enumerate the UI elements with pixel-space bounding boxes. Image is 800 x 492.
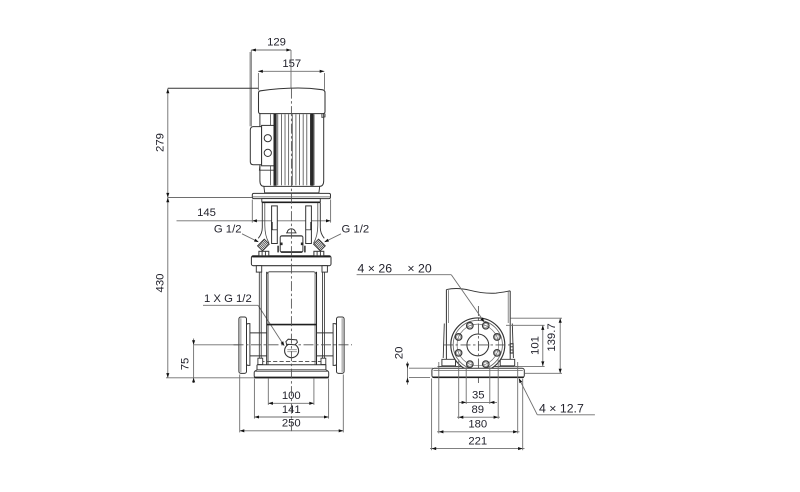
svg-text:35: 35: [472, 389, 485, 401]
svg-text:129: 129: [267, 37, 286, 49]
svg-text:279: 279: [155, 133, 167, 152]
svg-text:89: 89: [472, 404, 485, 416]
svg-text:157: 157: [282, 58, 301, 70]
svg-text:180: 180: [468, 419, 487, 431]
svg-text:1 X G 1/2: 1 X G 1/2: [204, 293, 252, 305]
svg-text:75: 75: [180, 358, 192, 371]
svg-text:G 1/2: G 1/2: [214, 223, 242, 235]
svg-text:G 1/2: G 1/2: [342, 223, 370, 235]
svg-text:20: 20: [394, 347, 406, 360]
svg-text:× 20: × 20: [407, 261, 431, 275]
svg-text:4 × 12.7: 4 × 12.7: [539, 402, 584, 416]
svg-text:430: 430: [155, 274, 167, 293]
svg-text:100: 100: [282, 390, 301, 402]
svg-text:221: 221: [468, 436, 487, 448]
svg-text:101: 101: [529, 336, 541, 355]
svg-text:139.7: 139.7: [546, 323, 558, 351]
svg-text:145: 145: [197, 207, 216, 219]
svg-text:4 × 26: 4 × 26: [358, 261, 393, 275]
